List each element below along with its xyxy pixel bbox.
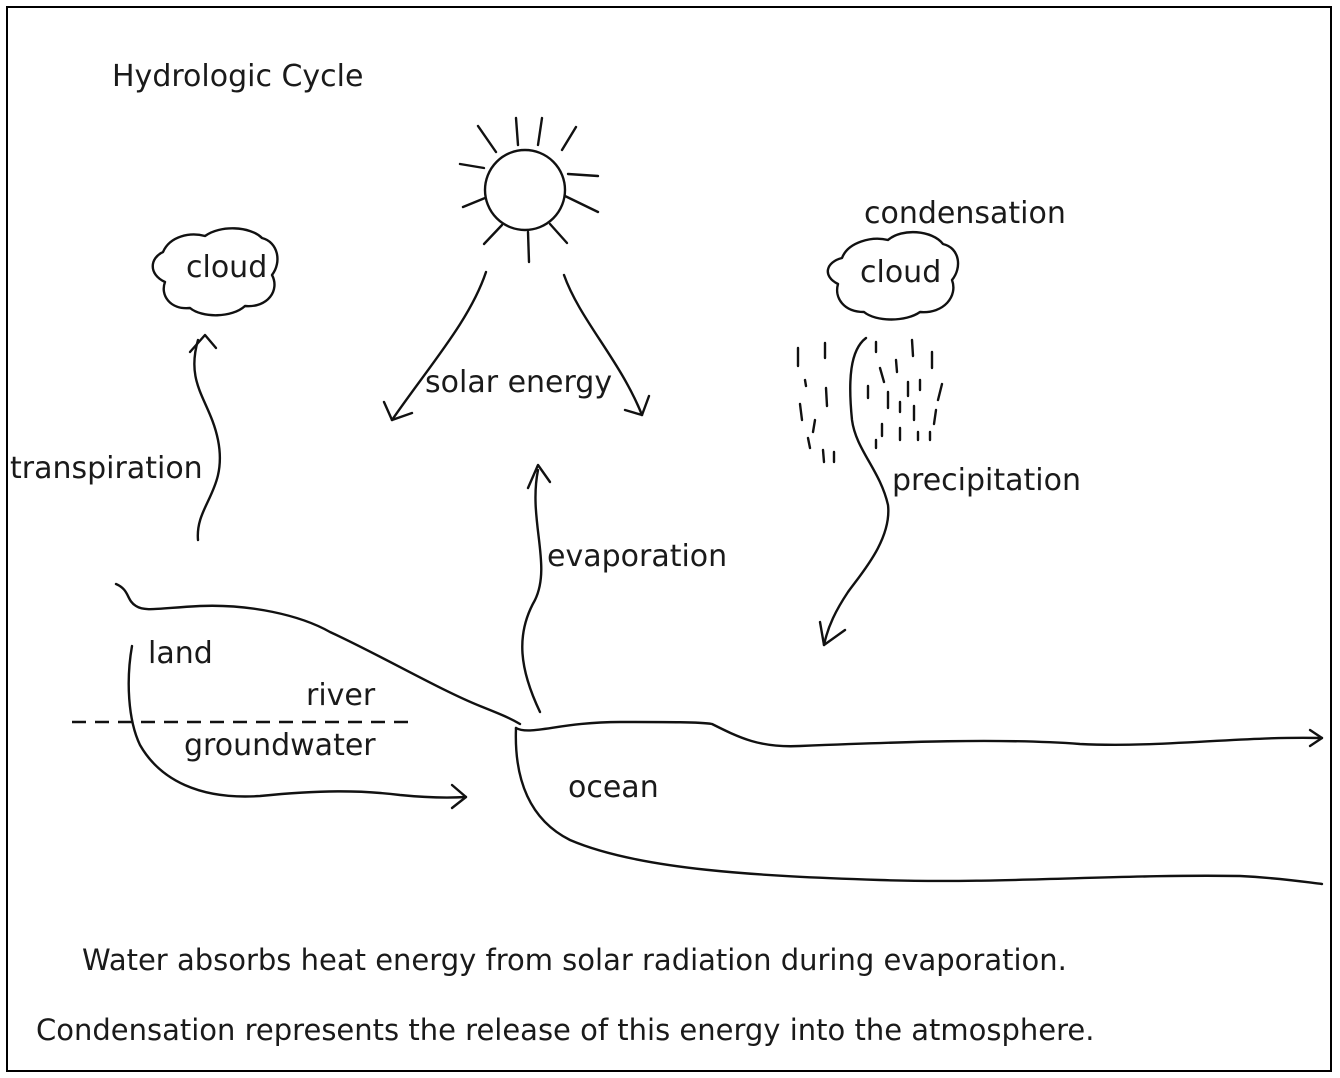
cloud-left-icon	[151, 227, 279, 317]
land-surface	[114, 582, 522, 726]
cloud-right-label: cloud	[860, 255, 941, 290]
river-label: river	[306, 678, 376, 713]
condensation-label: condensation	[864, 196, 1066, 231]
evaporation-arrow	[521, 463, 552, 714]
ocean-label: ocean	[568, 770, 659, 805]
evaporation-label: evaporation	[547, 539, 727, 574]
precipitation-label: precipitation	[892, 463, 1081, 498]
cloud-right-icon	[826, 230, 960, 321]
cloud-left-label: cloud	[186, 250, 267, 285]
diagram-frame	[6, 6, 1332, 1072]
caption-line-2: Condensation represents the release of t…	[36, 1013, 1095, 1047]
land-label: land	[148, 636, 213, 671]
groundwater-label: groundwater	[184, 728, 376, 763]
ocean-surface	[514, 720, 1324, 886]
groundwater-arrow	[127, 644, 468, 810]
sun-icon	[458, 116, 600, 264]
caption-line-1: Water absorbs heat energy from solar rad…	[82, 943, 1067, 977]
precipitation-arrow	[818, 336, 890, 647]
rain-icon	[796, 338, 944, 464]
solar-energy-label: solar energy	[425, 365, 612, 400]
transpiration-arrow	[188, 333, 221, 542]
transpiration-label: transpiration	[10, 451, 203, 486]
solar-energy-arrows	[382, 270, 651, 422]
diagram-title: Hydrologic Cycle	[112, 59, 363, 94]
